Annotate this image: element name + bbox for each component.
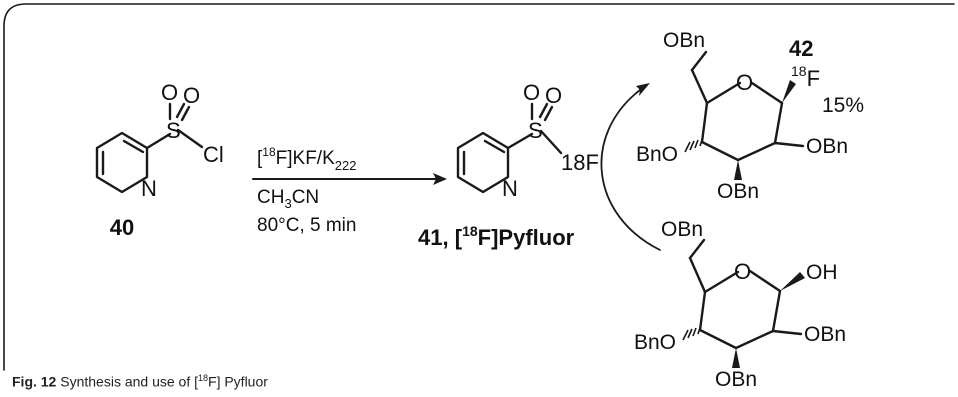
- compound-41-S: S: [528, 118, 543, 143]
- compound-42: 42 O 18F 15% OBn BnO OBn OBn: [636, 29, 864, 203]
- compound-41-O2: O: [545, 83, 562, 108]
- figure-caption: Fig. 12 Synthesis and use of [18F] Pyflu…: [12, 373, 268, 390]
- compound-41-N: N: [502, 176, 518, 201]
- glucose-OBn-bottom: OBn: [715, 368, 757, 391]
- temperature-time-label: 80°C, 5 min: [257, 215, 356, 236]
- compound-42-yield: 15%: [822, 94, 864, 117]
- compound-42-BnO-left: BnO: [636, 143, 678, 166]
- compound-40-O2: O: [183, 83, 200, 108]
- caption-text: Synthesis and use of [: [56, 373, 198, 390]
- compound-41-F18: 18F: [561, 150, 599, 175]
- glucose-OH: OH: [806, 261, 838, 284]
- curved-arrow: [600, 83, 661, 251]
- compound-42-fluorine: 18F: [791, 63, 820, 91]
- compound-41-O1: O: [523, 80, 540, 105]
- caption-text-end: F] Pyfluor: [208, 373, 268, 390]
- compound-40-S: S: [166, 118, 181, 143]
- solvent-label: CH3CN: [257, 187, 319, 211]
- reaction-arrow: [252, 173, 447, 185]
- compound-40-number: 40: [110, 215, 134, 240]
- compound-42-OBn-top: OBn: [663, 29, 705, 52]
- compound-41: S O O 18F N 41, [18F]Pyfluor: [418, 80, 599, 250]
- compound-40: S O O Cl N 40: [95, 80, 224, 240]
- compound-42-ring-O: O: [736, 70, 753, 95]
- figure-frame: [3, 3, 955, 371]
- compound-42-number: 42: [789, 36, 813, 61]
- glucose-OBn-right: OBn: [804, 323, 846, 346]
- glucose-ring-O: O: [734, 259, 751, 284]
- compound-42-OBn-right: OBn: [806, 135, 848, 158]
- reagent-label: [18F]KF/K222: [257, 145, 356, 173]
- glucose-OBn-top: OBn: [661, 218, 703, 241]
- glucose-BnO-left: BnO: [634, 331, 676, 354]
- compound-40-N: N: [141, 176, 157, 201]
- glucose-starting-material: O OH OBn BnO OBn OBn: [634, 218, 846, 391]
- compound-42-OBn-bottom: OBn: [717, 180, 759, 203]
- figure-label: Fig. 12: [12, 373, 57, 390]
- compound-40-Cl: Cl: [203, 142, 224, 167]
- compound-41-label: 41, [18F]Pyfluor: [418, 223, 575, 250]
- caption-isotope: 18: [198, 373, 209, 383]
- compound-40-O1: O: [161, 80, 178, 105]
